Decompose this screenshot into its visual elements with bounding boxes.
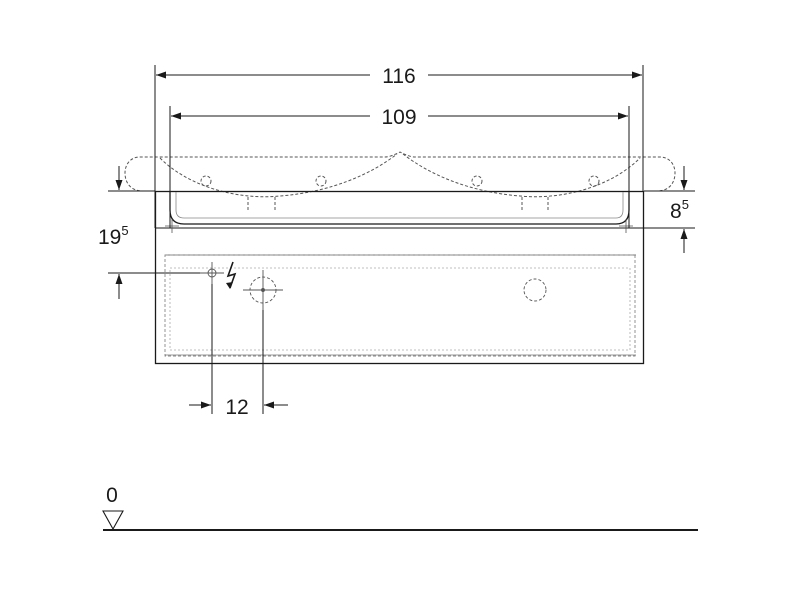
right-height-label: 85 xyxy=(670,197,689,223)
drain-markers xyxy=(165,219,633,233)
overall-width-dimension xyxy=(154,65,644,228)
left-height-label: 195 xyxy=(98,223,129,249)
basin-width-label: 109 xyxy=(381,106,416,129)
left-height-dimension xyxy=(108,166,200,299)
floor-level-label: 0 xyxy=(106,484,118,507)
secondary-pipe-outlet xyxy=(523,278,547,302)
right-height-dimension xyxy=(630,166,695,253)
vanity-cabinet xyxy=(154,190,645,365)
waste-pipe-connection xyxy=(243,270,283,310)
washbasin-outline xyxy=(124,151,676,212)
pipe-spacing-dimension xyxy=(189,284,288,414)
overall-width-label: 116 xyxy=(382,65,415,88)
basin-width-dimension xyxy=(169,106,630,228)
pipe-spacing-label: 12 xyxy=(225,396,248,419)
lightning-icon xyxy=(226,261,237,289)
electrical-connection xyxy=(200,262,224,284)
level-triangle-icon xyxy=(102,510,124,531)
